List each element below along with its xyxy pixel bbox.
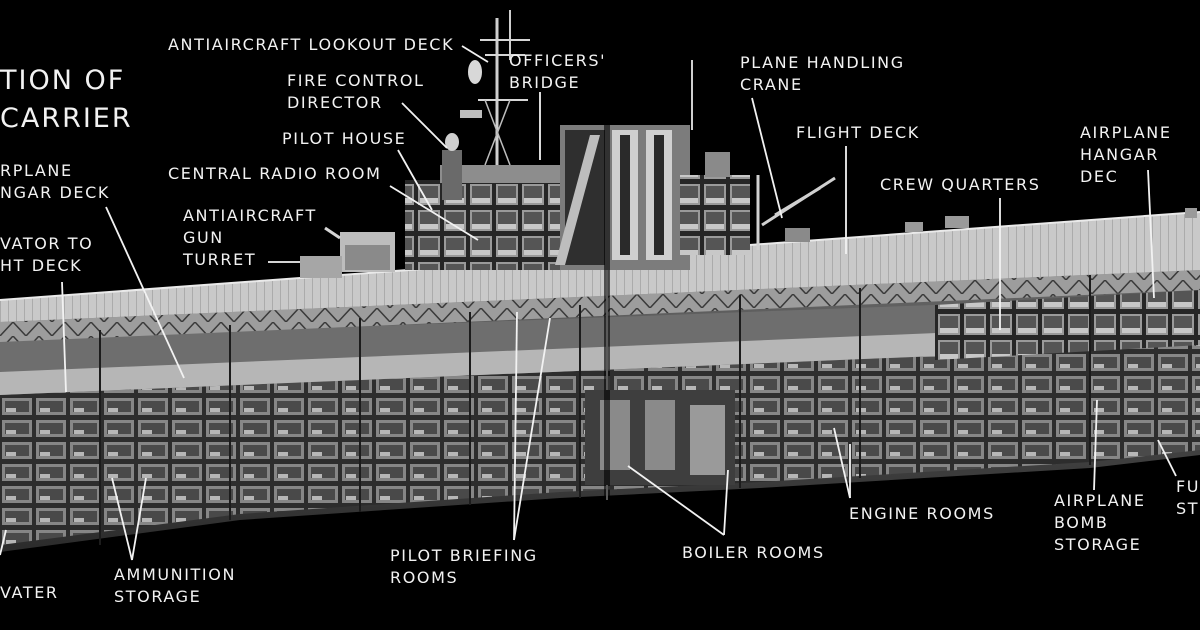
leader-hangar-deck-left — [105, 206, 185, 379]
leader-pilot-house — [397, 149, 433, 211]
crew-quarters-block — [935, 290, 1200, 360]
label-engine-rooms: ENGINE ROOMS — [849, 504, 995, 523]
leader-central-radio-room — [389, 185, 479, 241]
label-flight-deck: FLIGHT DECK — [796, 123, 920, 142]
label-central-radio-room: CENTRAL RADIO ROOM — [168, 164, 382, 183]
leader-hangar-deck-right — [1147, 169, 1155, 299]
leader-elevator — [61, 281, 67, 393]
label-fire-control-director: FIRE CONTROL DIRECTOR — [287, 71, 425, 112]
leader-boiler-b — [723, 469, 729, 536]
gun-turret — [300, 226, 395, 278]
leader-lines — [0, 45, 1177, 561]
label-elevator-to-flight-deck: VATOR TO HT DECK — [0, 234, 94, 275]
island-superstructure — [405, 10, 750, 270]
leader-bomb-storage — [1093, 399, 1098, 491]
label-airplane-hangar-deck-left: RPLANE NGAR DECK — [0, 161, 111, 202]
label-officers-bridge: OFFICERS' BRIDGE — [509, 51, 607, 92]
leader-engine-a — [833, 427, 851, 499]
label-pilot-briefing-rooms: PILOT BRIEFING ROOMS — [390, 546, 538, 587]
leader-crane — [751, 97, 783, 219]
label-airplane-hangar-deck-right: AIRPLANE HANGAR DEC — [1080, 123, 1172, 186]
label-boiler-rooms: BOILER ROOMS — [682, 543, 825, 562]
label-airplane-bomb-storage: AIRPLANE BOMB STORAGE — [1054, 491, 1146, 554]
crane — [756, 175, 836, 250]
label-water: VATER — [0, 583, 59, 602]
diagram-title: TION OF CARRIER — [0, 65, 133, 134]
truss-band — [0, 270, 1200, 342]
leader-ammunition-b — [131, 477, 147, 561]
leader-briefing-b — [513, 317, 551, 541]
label-antiaircraft-gun-turret: ANTIAIRCRAFT GUN TURRET — [183, 206, 317, 269]
leader-boiler-a — [627, 465, 725, 536]
leader-antiaircraft-lookout-deck — [461, 45, 489, 63]
leader-briefing-a — [513, 311, 518, 541]
leader-fuel-storage — [1157, 439, 1177, 477]
label-fuel-storage: FU ST — [1176, 477, 1200, 518]
leader-fire-control-director — [401, 102, 448, 149]
leader-water — [0, 529, 7, 556]
label-pilot-house: PILOT HOUSE — [282, 129, 407, 148]
label-plane-handling-crane: PLANE HANDLING CRANE — [740, 53, 905, 94]
bulkheads — [99, 275, 1091, 545]
leader-ammunition-a — [111, 477, 133, 561]
label-crew-quarters: CREW QUARTERS — [880, 175, 1041, 194]
label-antiaircraft-lookout-deck: ANTIAIRCRAFT LOOKOUT DECK — [168, 35, 455, 54]
label-ammunition-storage: AMMUNITION STORAGE — [114, 565, 237, 606]
